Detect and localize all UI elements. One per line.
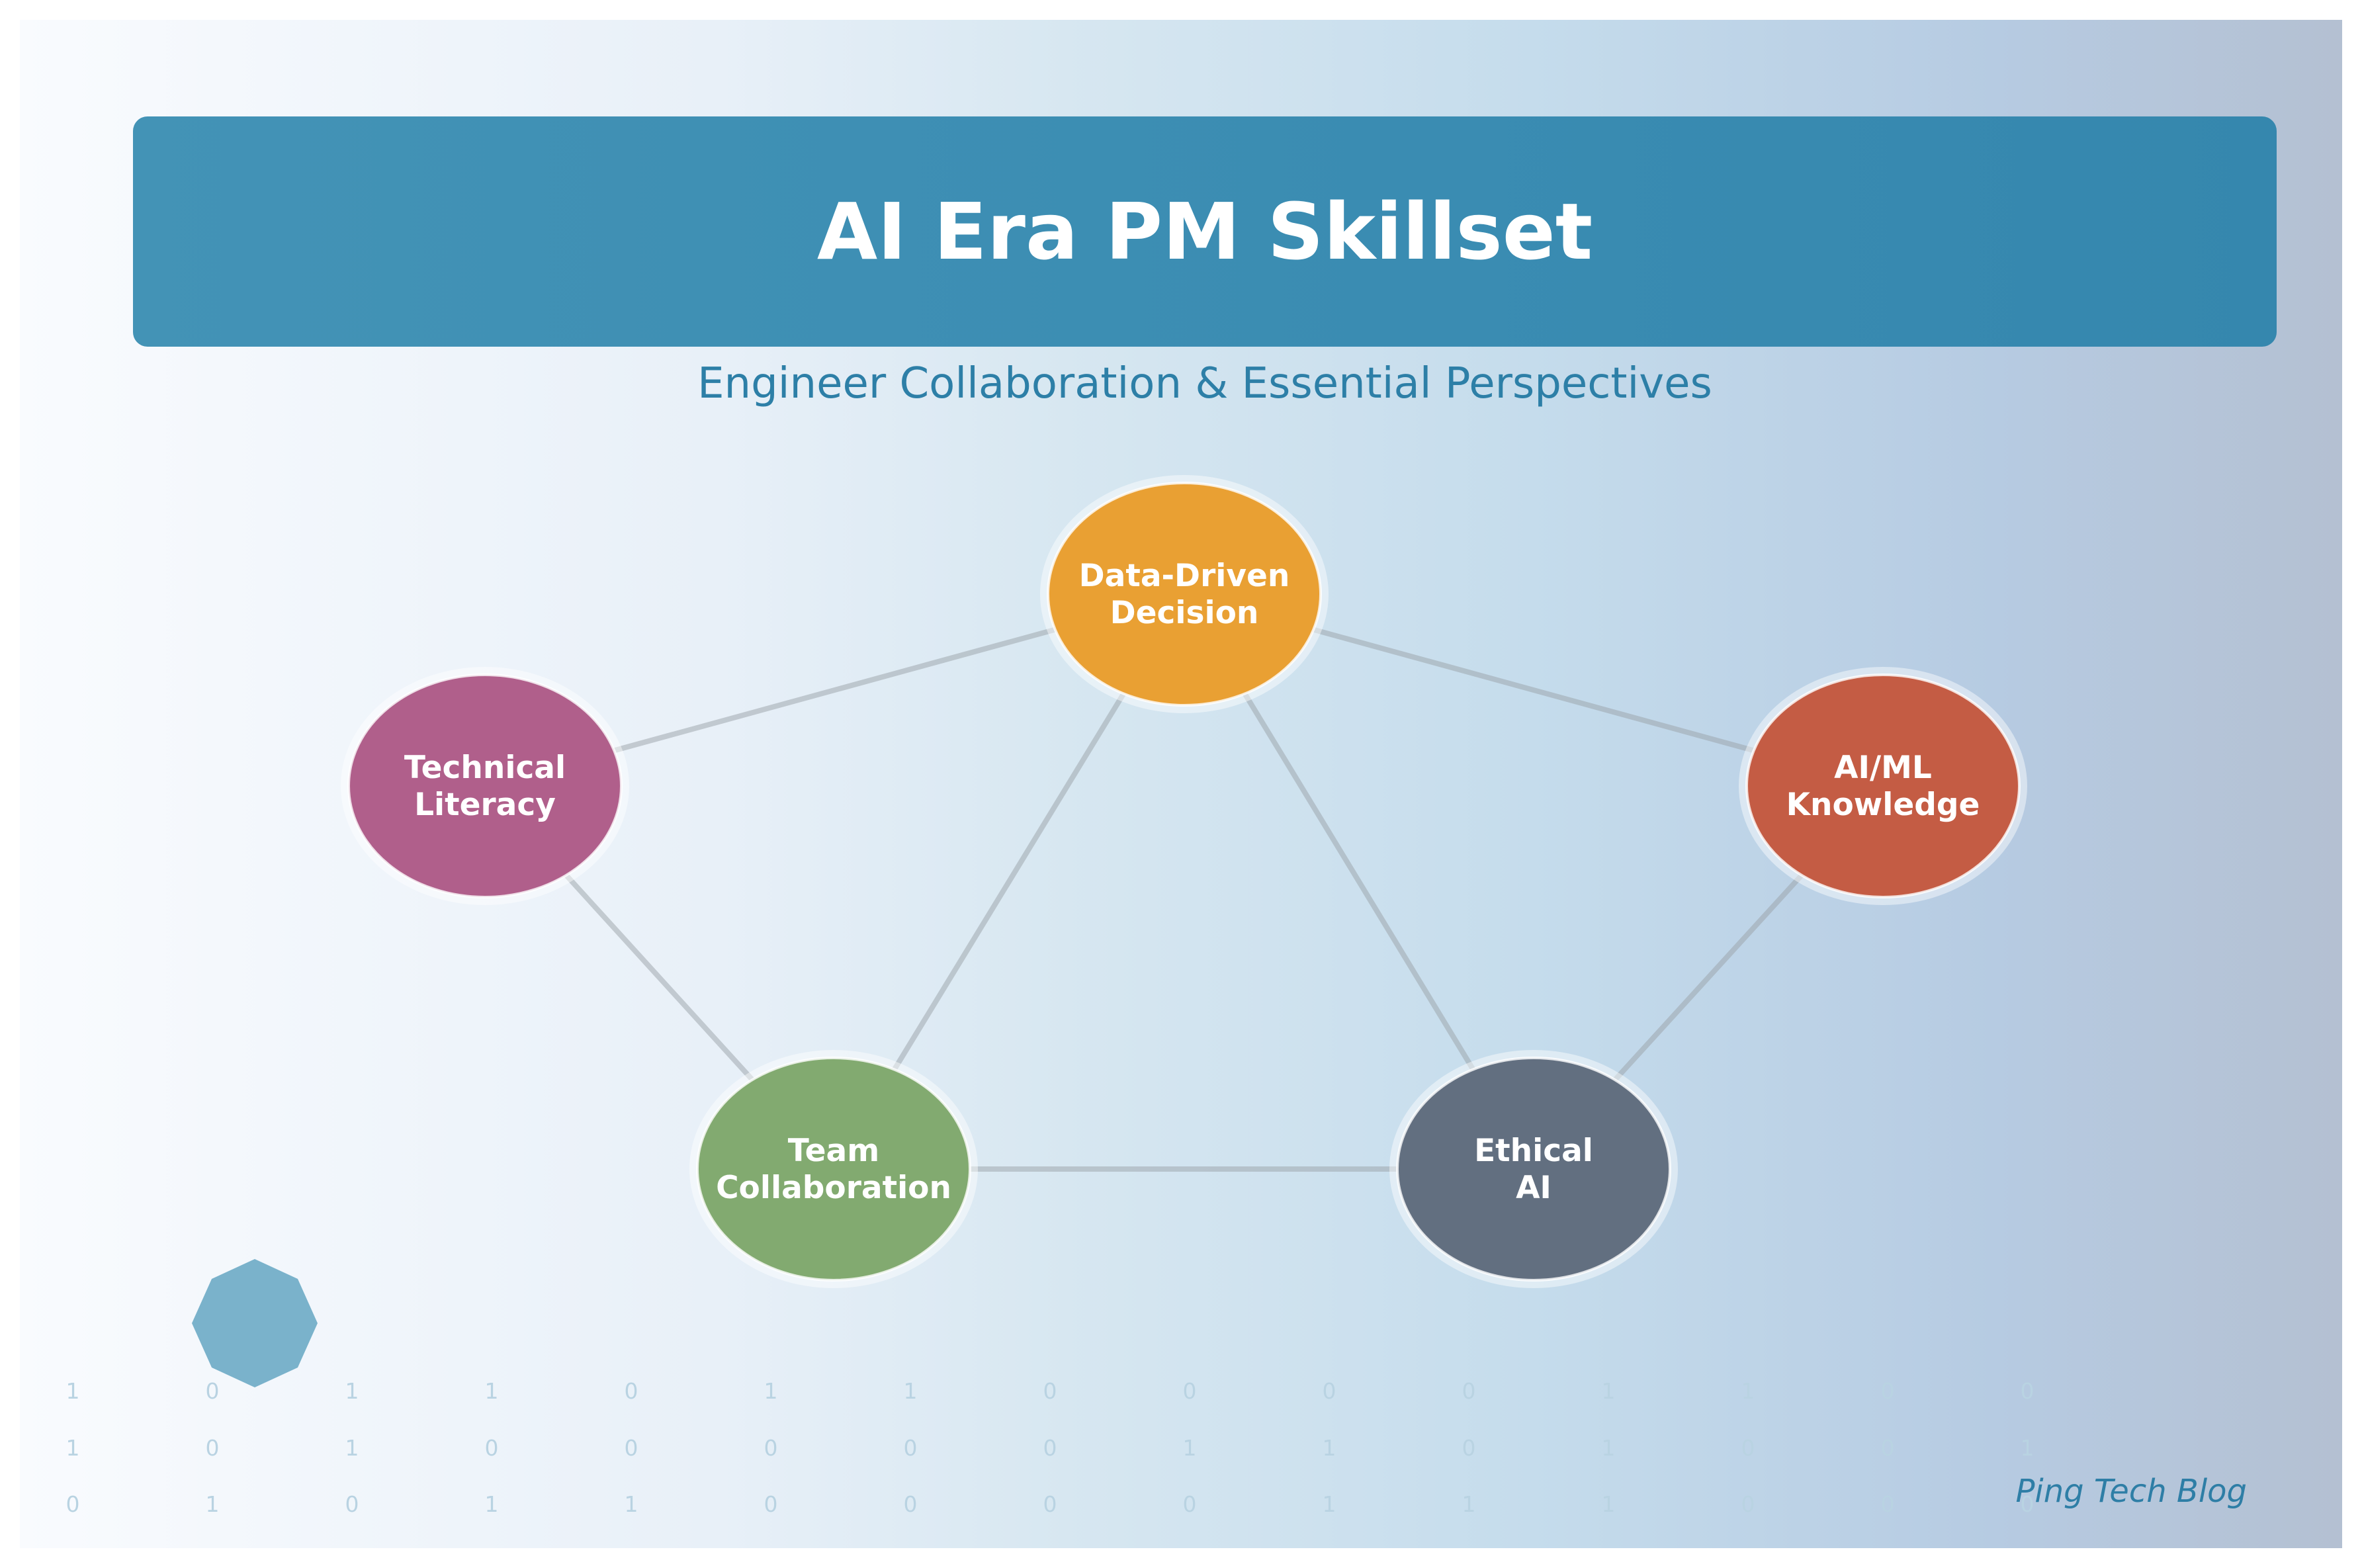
node-circle bbox=[1396, 1057, 1671, 1282]
binary-digit: 0 bbox=[2021, 1491, 2034, 1517]
page-subtitle: Engineer Collaboration & Essential Persp… bbox=[697, 359, 1712, 408]
node-label: Ethical bbox=[1474, 1133, 1593, 1169]
diagram-canvas: AI Era PM Skillset Engineer Collaboratio… bbox=[20, 20, 2342, 1548]
binary-digit: 0 bbox=[904, 1435, 918, 1461]
node-label: Data-Driven bbox=[1079, 558, 1290, 594]
skill-network-diagram: 1 0 1 1 0 1 1 0 0 0 0 1 1 0 0 1 0 1 0 0 0 0 0 1 1 0 1 0 0 1 0 1 0 1 1 0 0 0 0 1… bbox=[66, 475, 2034, 1517]
node-circle bbox=[696, 1057, 971, 1282]
binary-digit: 0 bbox=[625, 1378, 638, 1404]
page-title: AI Era PM Skillset bbox=[816, 186, 1593, 277]
binary-digit: 1 bbox=[485, 1378, 499, 1404]
binary-digit: 0 bbox=[66, 1491, 80, 1517]
binary-digit: 1 bbox=[345, 1435, 359, 1461]
binary-digit: 1 bbox=[1183, 1435, 1197, 1461]
binary-digit: 1 bbox=[1462, 1491, 1476, 1517]
binary-digit: 0 bbox=[764, 1435, 778, 1461]
binary-digit: 0 bbox=[1881, 1435, 1895, 1461]
node-circle bbox=[1047, 482, 1322, 707]
binary-digit: 1 bbox=[66, 1435, 80, 1461]
binary-digit: 0 bbox=[1183, 1378, 1197, 1404]
binary-digit: 0 bbox=[485, 1435, 499, 1461]
binary-digit: 1 bbox=[66, 1378, 80, 1404]
node-label: AI/ML bbox=[1834, 750, 1932, 786]
footer-brand: Ping Tech Blog bbox=[2015, 1473, 2247, 1510]
binary-digit: 1 bbox=[1323, 1491, 1336, 1517]
binary-digit: 0 bbox=[2021, 1378, 2034, 1404]
binary-digit: 1 bbox=[1602, 1378, 1616, 1404]
binary-digit: 1 bbox=[1602, 1491, 1616, 1517]
binary-digit: 0 bbox=[764, 1491, 778, 1517]
binary-digit: 1 bbox=[1323, 1435, 1336, 1461]
header-banner bbox=[133, 116, 2277, 347]
node-circle bbox=[347, 674, 623, 898]
binary-digit: 1 bbox=[625, 1491, 638, 1517]
binary-digit: 1 bbox=[1602, 1435, 1616, 1461]
node-label: Literacy bbox=[414, 787, 556, 823]
binary-digit: 0 bbox=[1043, 1491, 1057, 1517]
binary-digit: 1 bbox=[1741, 1378, 1755, 1404]
binary-digit: 0 bbox=[1323, 1378, 1336, 1404]
binary-digit: 1 bbox=[345, 1378, 359, 1404]
binary-digit: 0 bbox=[1183, 1491, 1197, 1517]
binary-digit: 0 bbox=[1741, 1435, 1755, 1461]
node-label: Knowledge bbox=[1786, 787, 1980, 823]
node-label: Decision bbox=[1110, 595, 1259, 631]
binary-digit: 0 bbox=[206, 1378, 220, 1404]
binary-digit: 1 bbox=[206, 1491, 220, 1517]
octagon-decoration bbox=[192, 1259, 318, 1387]
binary-digit: 0 bbox=[1043, 1378, 1057, 1404]
binary-digit: 0 bbox=[625, 1435, 638, 1461]
binary-digit: 0 bbox=[1462, 1378, 1476, 1404]
binary-digit: 1 bbox=[485, 1491, 499, 1517]
binary-digit: 0 bbox=[1043, 1435, 1057, 1461]
binary-digit: 0 bbox=[345, 1491, 359, 1517]
node-label: AI bbox=[1516, 1170, 1552, 1206]
binary-digit: 0 bbox=[1881, 1491, 1895, 1517]
binary-digit: 1 bbox=[2021, 1435, 2034, 1461]
node-label: Collaboration bbox=[716, 1170, 951, 1206]
binary-background: 1 0 1 1 0 1 1 0 0 0 0 1 1 0 0 1 0 1 0 0 0 0 0 1 1 0 1 0 0 1 0 1 0 1 1 0 0 0 0 1… bbox=[66, 1378, 2034, 1517]
node-label: Technical bbox=[404, 750, 566, 786]
node-label: Team bbox=[788, 1133, 879, 1169]
binary-digit: 0 bbox=[1462, 1435, 1476, 1461]
node-circle bbox=[1745, 674, 2021, 898]
binary-digit: 1 bbox=[904, 1378, 918, 1404]
binary-digit: 0 bbox=[904, 1491, 918, 1517]
binary-digit: 0 bbox=[1741, 1491, 1755, 1517]
binary-digit: 0 bbox=[1881, 1378, 1895, 1404]
binary-digit: 0 bbox=[206, 1435, 220, 1461]
binary-digit: 1 bbox=[764, 1378, 778, 1404]
